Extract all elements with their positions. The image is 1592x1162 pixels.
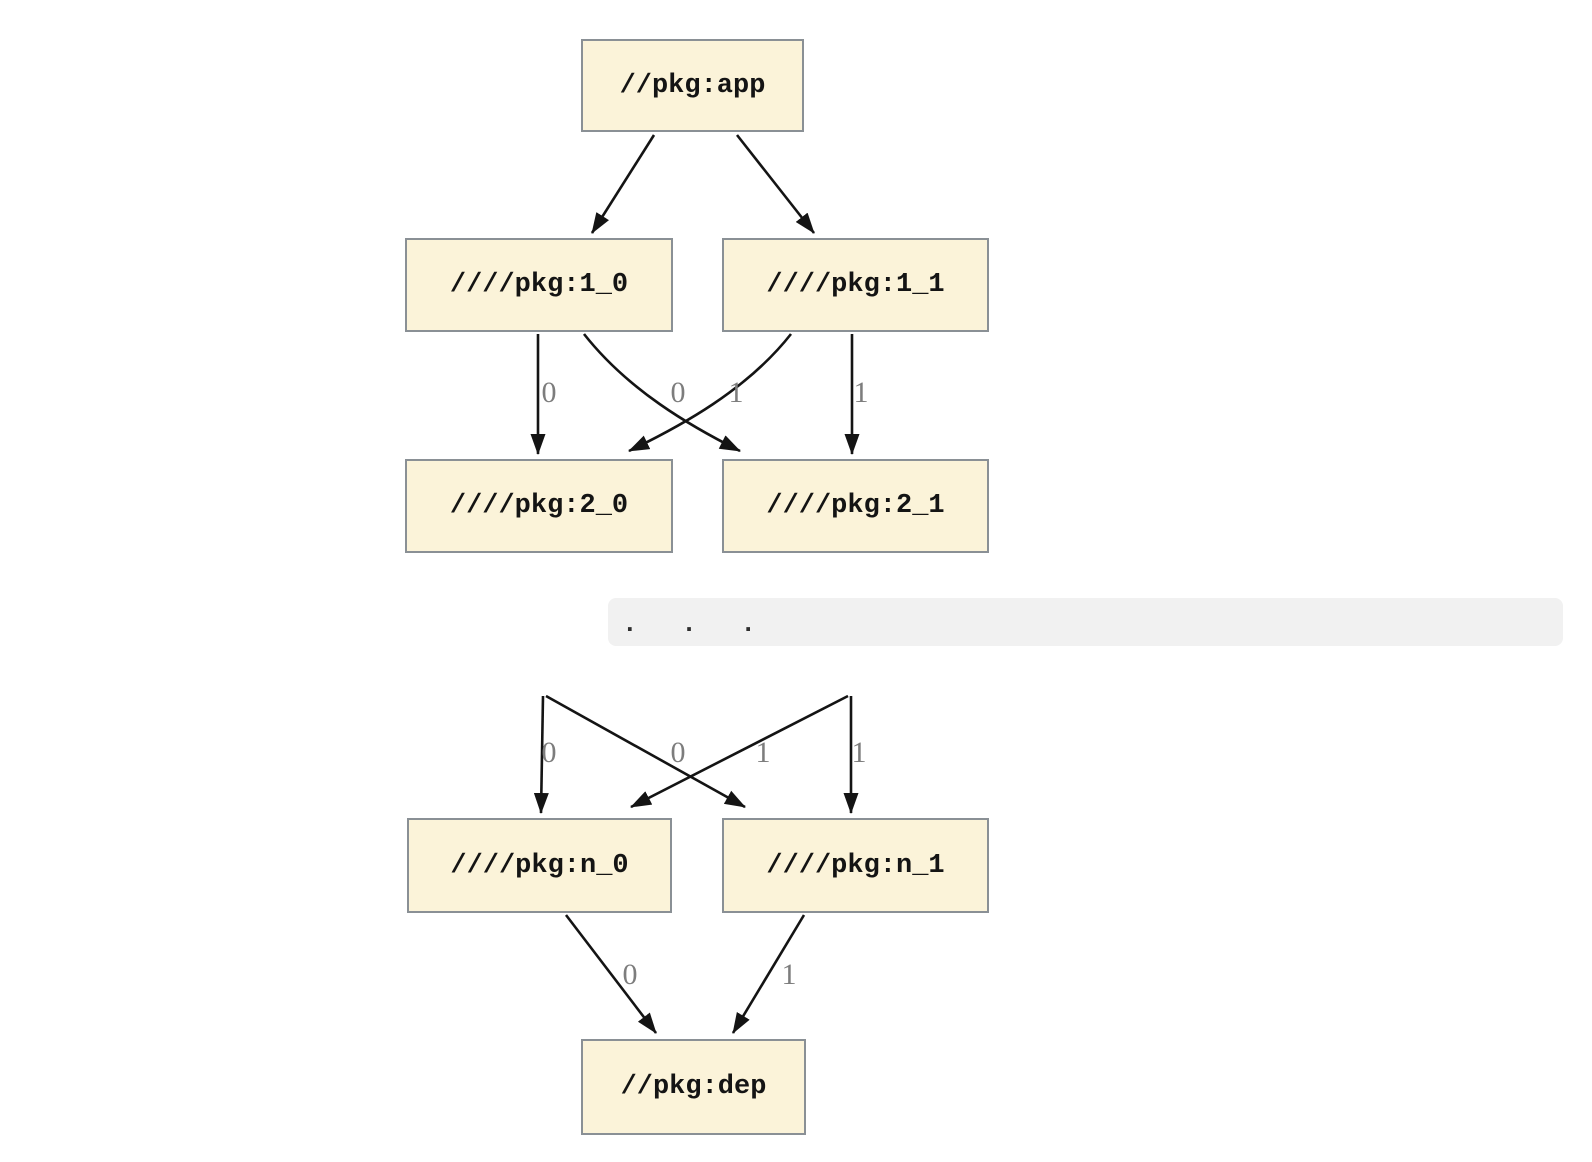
edge-app-to-1_1 (735, 134, 816, 234)
node-pkg-n_0: ////pkg:n_0 (407, 818, 672, 913)
node-label: //pkg:app (619, 70, 766, 101)
edge-n_1-to-dep (731, 914, 806, 1034)
node-pkg-n_1: ////pkg:n_1 (722, 818, 989, 913)
edge-label-1_1-2_0: 0 (671, 376, 686, 409)
node-label: ////pkg:1_1 (766, 270, 945, 300)
node-label: ////pkg:n_0 (450, 850, 629, 881)
edge-prev0-to-n_0 (533, 695, 549, 814)
edge-label-n_0-dep: 0 (623, 958, 638, 991)
edge-label-1_0-2_0: 0 (542, 376, 557, 409)
node-label: ////pkg:2_1 (766, 491, 945, 521)
ellipsis-row: . . . (608, 598, 1563, 646)
node-pkg-app: //pkg:app (581, 39, 804, 132)
edge-label-prev0-n_1: 1 (756, 736, 771, 769)
edge-1_1-to-2_0 (628, 333, 793, 453)
edge-1_0-to-2_1 (582, 333, 741, 453)
node-label: ////pkg:1_0 (449, 270, 629, 300)
edge-label-1_0-2_1: 1 (729, 376, 744, 409)
edge-app-to-1_0 (590, 134, 656, 234)
node-pkg-2_1: ////pkg:2_1 (722, 459, 989, 553)
node-label: ////pkg:n_1 (766, 850, 945, 881)
edge-label-prev1-n_0: 0 (671, 736, 686, 769)
node-pkg-1_1: ////pkg:1_1 (722, 238, 989, 332)
ellipsis-dots: . . . (622, 609, 771, 639)
node-label: //pkg:dep (620, 1072, 767, 1102)
edge-label-1_1-2_1: 1 (854, 376, 869, 409)
node-pkg-2_0: ////pkg:2_0 (405, 459, 673, 553)
edge-label-n_1-dep: 1 (782, 958, 797, 991)
edge-label-prev1-n_1: 1 (852, 736, 867, 769)
node-pkg-1_0: ////pkg:1_0 (405, 238, 673, 332)
edge-n_0-to-dep (564, 914, 658, 1034)
edge-prev1-to-n_0 (630, 694, 849, 809)
edge-prev0-to-n_1 (545, 694, 746, 809)
node-pkg-dep: //pkg:dep (581, 1039, 806, 1135)
edge-label-prev0-n_0: 0 (542, 736, 557, 769)
node-label: ////pkg:2_0 (449, 491, 629, 521)
